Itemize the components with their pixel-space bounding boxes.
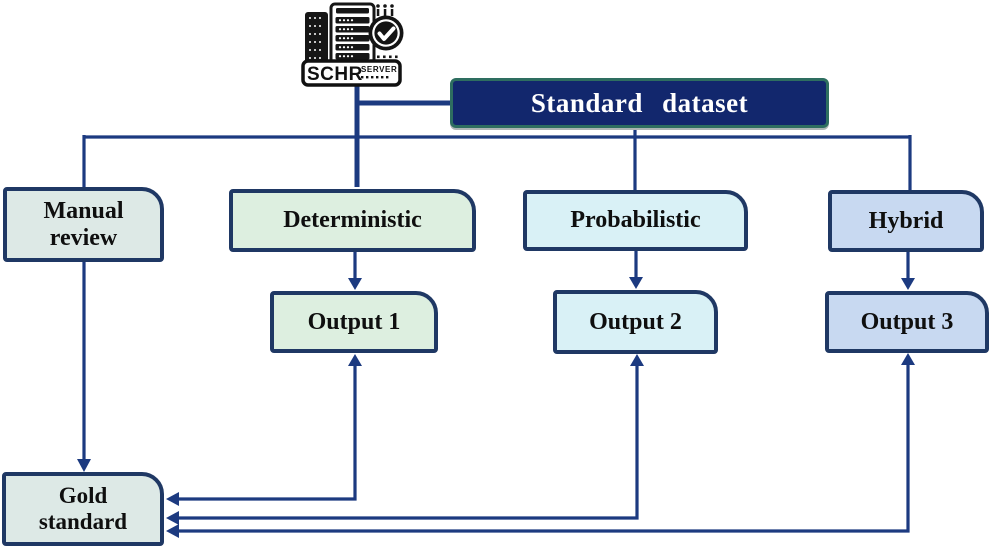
arrowhead-down-output2 <box>629 277 643 289</box>
server-label-sub: SERVER <box>361 65 397 74</box>
arrowhead-up-output3 <box>901 353 915 365</box>
node-label: Probabilistic <box>570 207 701 234</box>
node-label: Output 3 <box>860 308 954 335</box>
node-output-1: Output 1 <box>270 291 438 353</box>
arrowhead-down-output1 <box>348 278 362 290</box>
node-label: Manual review <box>43 197 124 251</box>
pins-icon <box>376 4 394 16</box>
server-label-main: SCHR <box>307 64 363 85</box>
node-label: Output 2 <box>589 308 682 335</box>
dots-icon <box>377 55 398 59</box>
node-label: Output 1 <box>307 308 401 335</box>
arrowheads <box>77 277 915 538</box>
edge-output1-gold <box>179 366 357 501</box>
arrowhead-down-gold <box>77 459 91 472</box>
edge-output3-gold <box>179 365 910 533</box>
arrowhead-left-gold-1 <box>166 492 179 506</box>
checkmark-icon <box>368 15 404 51</box>
node-gold-standard: Gold standard <box>2 472 164 546</box>
node-probabilistic: Probabilistic <box>523 190 748 251</box>
node-label: Standard dataset <box>530 87 749 118</box>
node-label: Deterministic <box>283 207 422 234</box>
node-output-2: Output 2 <box>553 290 718 354</box>
server-label-dots <box>361 76 389 79</box>
node-manual-review: Manual review <box>3 187 164 262</box>
edge-output2-gold <box>179 366 639 520</box>
server-label-plate: SCHR SERVER <box>301 59 402 87</box>
arrowhead-up-output1 <box>348 354 362 366</box>
server-icon: SCHR SERVER <box>301 2 404 87</box>
node-hybrid: Hybrid <box>828 190 984 252</box>
arrowhead-left-gold-3 <box>166 524 179 538</box>
node-standard-dataset: Standard dataset <box>450 78 829 128</box>
node-deterministic: Deterministic <box>229 189 476 252</box>
node-label: Hybrid <box>868 207 944 234</box>
arrowhead-up-output2 <box>630 354 644 366</box>
arrowhead-down-output3 <box>901 278 915 290</box>
node-label: Gold standard <box>38 483 128 534</box>
arrowhead-left-gold-2 <box>166 511 179 525</box>
node-output-3: Output 3 <box>825 291 989 353</box>
